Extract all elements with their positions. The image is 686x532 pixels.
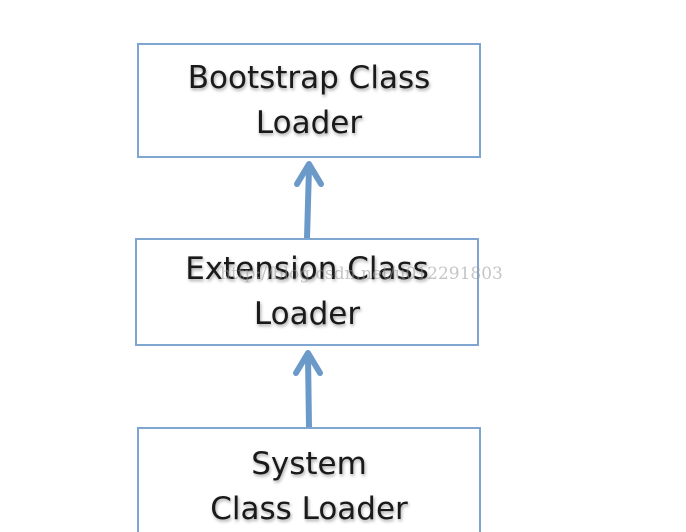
edge-system-to-extension	[293, 350, 323, 430]
node-system-class-loader: System Class Loader	[137, 427, 481, 532]
node-label-line: System	[251, 446, 367, 482]
node-label-line: Extension Class	[185, 251, 429, 287]
node-extension-class-loader: Extension Class Loader	[135, 238, 479, 346]
watermark-text: http://blog.csdn.net/u012291803	[220, 264, 503, 284]
node-label-line: Bootstrap Class	[187, 59, 431, 96]
arrow-head	[294, 161, 324, 187]
node-label-line: Loader	[255, 104, 363, 141]
arrow-shaft	[304, 165, 312, 241]
node-label-line: Loader	[253, 296, 361, 332]
node-label-line: Class Loader	[210, 491, 408, 527]
arrow-shaft	[305, 353, 312, 430]
edge-extension-to-bootstrap	[294, 161, 324, 241]
arrow-head	[293, 350, 323, 376]
node-bootstrap-class-loader: Bootstrap Class Loader	[137, 43, 481, 158]
